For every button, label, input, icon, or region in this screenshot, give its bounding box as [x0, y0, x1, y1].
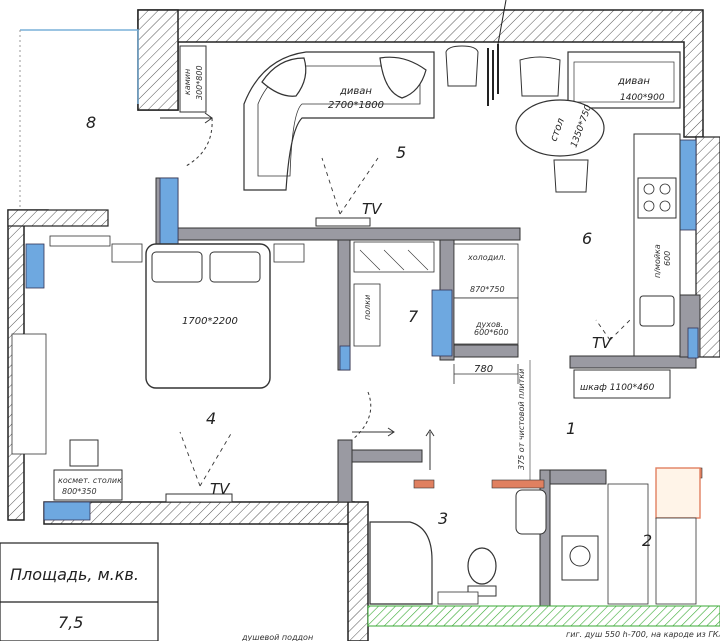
accent-2	[491, 479, 545, 489]
tv-living	[315, 217, 371, 227]
toilet	[467, 547, 497, 585]
room-5: 5	[396, 143, 406, 162]
armchairs	[445, 45, 589, 193]
accent-1	[413, 479, 435, 489]
room-1: 1	[566, 419, 576, 438]
cooktop	[643, 183, 671, 212]
bottom-left-note: душевой поддон	[241, 633, 313, 641]
tv-living-label: TV	[362, 200, 383, 218]
oven-label: духов.	[475, 320, 503, 329]
cosmetic-table	[53, 469, 123, 501]
room-2: 2	[642, 531, 652, 550]
wardrobe	[573, 369, 671, 399]
dim-780: 780	[474, 364, 493, 375]
room-3: 3	[438, 509, 448, 528]
sink-label: п/мойка	[653, 244, 662, 278]
door-arrows	[160, 112, 435, 470]
tv-bedroom-label: TV	[210, 480, 231, 498]
area-header: Площадь, м.кв.	[10, 565, 139, 584]
tv-bedroom	[165, 493, 233, 503]
shower	[369, 521, 433, 605]
oven-size: 600*600	[474, 328, 509, 337]
room-6: 6	[582, 229, 592, 248]
small-sofa	[567, 51, 681, 109]
fireplace-label: камин	[183, 69, 192, 95]
fridge-size: 870*750	[470, 285, 505, 294]
room-4: 4	[206, 409, 216, 428]
shelves	[353, 283, 381, 347]
sofa-small-size: 1400*900	[620, 93, 665, 103]
tv-kitchen-label: TV	[592, 334, 613, 352]
fireplace	[179, 45, 207, 113]
bottom-note: гиг. душ 550 h-700, на кароде из ГКЛ	[566, 630, 720, 639]
tile-note: 375 от чистовой плитки	[517, 369, 526, 470]
area-value: 7,5	[58, 613, 83, 632]
kitchen-sink	[639, 295, 675, 327]
sofa-big-label: диван	[339, 86, 372, 97]
windows	[25, 139, 699, 521]
cosmetic-label: космет. столик	[58, 476, 122, 485]
fridge-label: холодил.	[467, 253, 506, 262]
balcony-outline	[20, 29, 139, 104]
fridge	[453, 243, 519, 299]
room-7: 7	[408, 307, 419, 326]
dining-table	[515, 99, 605, 157]
fireplace-size: 300*800	[195, 65, 204, 100]
bed-size: 1700*2200	[182, 316, 238, 327]
partition-lines	[487, 44, 499, 106]
sofa-big-size: 2700*1800	[328, 100, 384, 111]
green-strip	[367, 605, 720, 627]
wardrobe-label: шкаф 1100*460	[580, 383, 655, 393]
sink-size: 600	[663, 251, 672, 266]
sofa-small-label: диван	[617, 76, 650, 87]
room-8: 8	[86, 113, 96, 132]
shelves-label: полки	[363, 295, 372, 320]
area-legend: Площадь, м.кв. 7,5	[0, 542, 159, 641]
accent-4	[655, 467, 701, 519]
bath-sink	[515, 489, 547, 535]
corner-sofa	[243, 51, 435, 191]
cosmetic-size: 800*350	[62, 487, 97, 496]
oven	[453, 297, 519, 345]
